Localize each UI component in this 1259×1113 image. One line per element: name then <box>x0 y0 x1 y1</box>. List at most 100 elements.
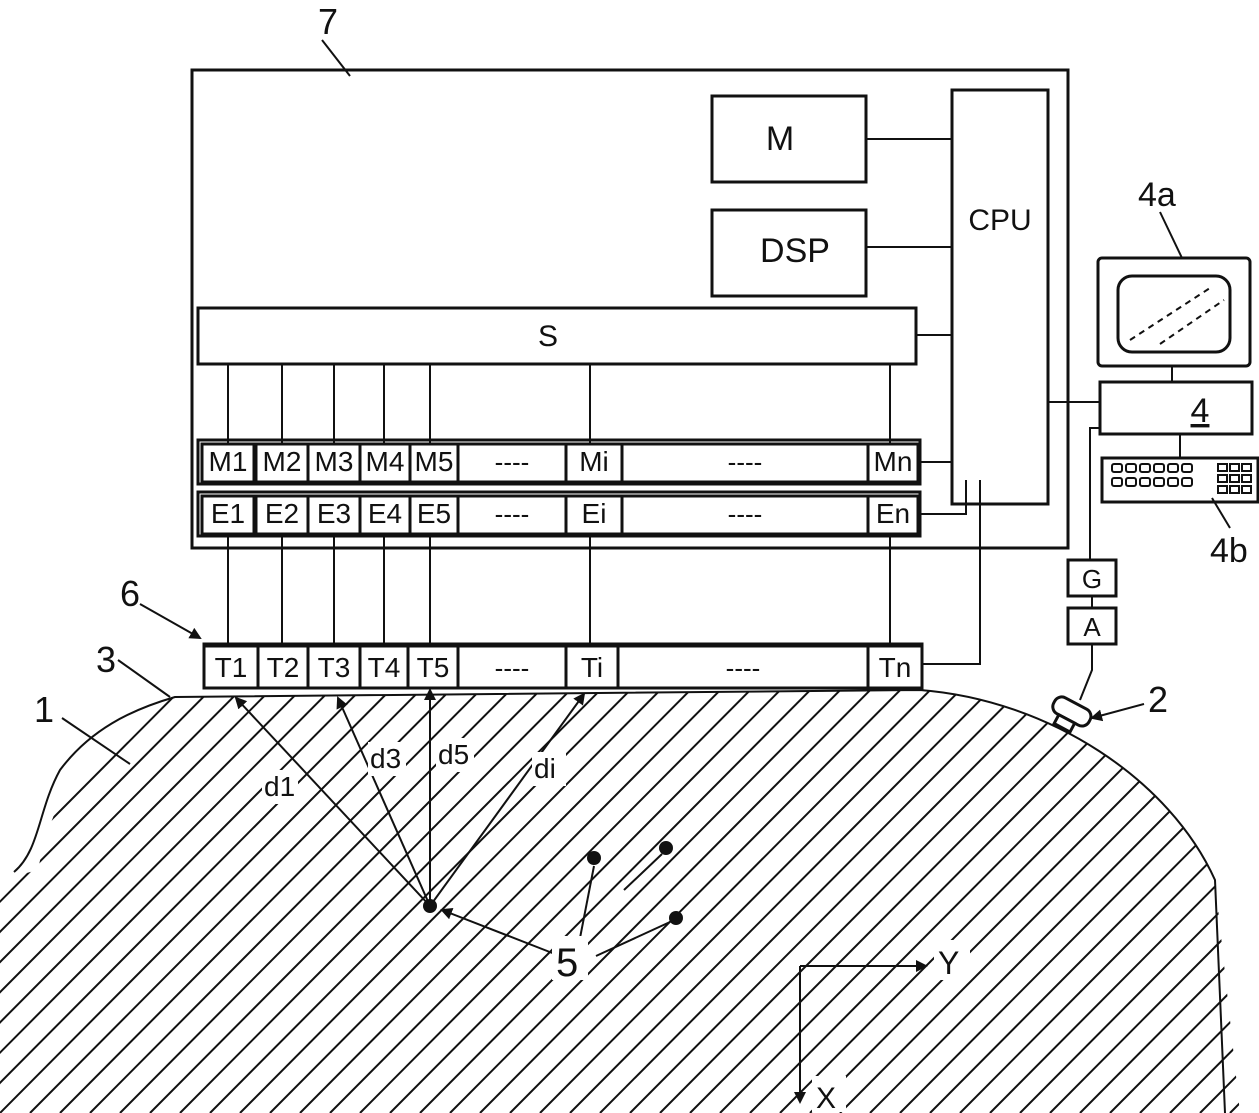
hatch-line <box>210 650 670 1113</box>
distance-1-label: d1 <box>264 771 295 802</box>
hatch-line <box>840 650 1259 1113</box>
hatch-line <box>660 650 1120 1113</box>
hatch-line <box>150 650 610 1113</box>
source-point-2 <box>587 851 601 865</box>
memory-cells: M1 M2 M3 M4 M5 ---- Mi ---- Mn <box>202 444 918 482</box>
distance-5-label: d5 <box>438 739 469 770</box>
coordinate-axes: Y X <box>800 940 970 1113</box>
memories-cell-label: ---- <box>728 447 763 477</box>
hatch-line <box>0 650 370 1113</box>
switch-bus-label: S <box>538 320 558 353</box>
cpu-block <box>952 90 1048 504</box>
encoders-cell-label: E5 <box>417 498 451 529</box>
memories-cell-label: M2 <box>263 446 302 477</box>
monitor-screen <box>1118 276 1230 352</box>
source-leader-2 <box>580 866 594 938</box>
encoders-cell-label: ---- <box>728 499 763 529</box>
memories-cell-label: Mi <box>579 446 609 477</box>
computer-case <box>1100 382 1252 434</box>
unit-number: 7 <box>318 1 338 42</box>
hatch-line <box>90 650 550 1113</box>
hatch-line <box>1110 650 1259 1113</box>
encoders-cell-label: E3 <box>317 498 351 529</box>
encoders-cell-label: E1 <box>211 498 245 529</box>
hatch-line <box>30 650 490 1113</box>
source-leader-main <box>442 910 560 956</box>
surface-ref: 3 <box>96 639 116 680</box>
hatch-line <box>720 650 1180 1113</box>
surface-ref-leader <box>118 660 170 697</box>
hatch-line <box>750 650 1210 1113</box>
memories-cell-label: M3 <box>315 446 354 477</box>
encoders-cell-label: En <box>876 498 910 529</box>
transducer-cells: T1 T2 T3 T4 T5 ---- Ti ---- Tn <box>204 646 922 688</box>
distance-ray <box>338 698 430 906</box>
probe-ref: 2 <box>1148 679 1168 720</box>
amplifier-label: A <box>1083 612 1101 642</box>
hatch-line <box>0 650 190 1113</box>
computer-label: 4 <box>1191 392 1210 430</box>
hatch-line <box>120 650 580 1113</box>
memories-cell-label: M5 <box>415 446 454 477</box>
hatch-line <box>390 650 850 1113</box>
monitor-ref: 4a <box>1138 176 1176 214</box>
processing-unit-7: M DSP CPU S M1M2M3M4M5----Mi----Mn E1E2E… <box>192 1 1068 548</box>
hatch-line <box>1230 650 1259 1113</box>
hatch-line <box>450 650 910 1113</box>
transducers-cell-label: T1 <box>215 652 248 683</box>
hatch-line <box>0 650 460 1113</box>
transducers-cell-label: T3 <box>318 652 351 683</box>
monitor-ref-leader <box>1160 212 1182 258</box>
transducers-cell-label: Ti <box>581 652 603 683</box>
keyboard-ref: 4b <box>1210 532 1248 570</box>
hatch-line <box>300 650 760 1113</box>
transducers-cell-label: ---- <box>495 653 530 683</box>
array-ref-arrow <box>140 604 200 638</box>
hatch-line <box>510 650 970 1113</box>
computer-generator-link <box>1090 428 1100 560</box>
memories-cell-label: ---- <box>495 447 530 477</box>
dsp-label: DSP <box>760 232 830 270</box>
encoders-cell-label: Ei <box>582 498 607 529</box>
distance-3-label: d3 <box>370 743 401 774</box>
transducers-cell-label: T2 <box>267 652 300 683</box>
hatch-line <box>240 650 700 1113</box>
hatch-line <box>180 650 640 1113</box>
amplifier-probe-link <box>1080 644 1092 700</box>
encoder-cells: E1 E2 E3 E4 E5 ---- Ei ---- En <box>202 496 918 534</box>
hatch-line <box>810 650 1259 1113</box>
hatch-line <box>60 650 520 1113</box>
hatch-line <box>600 650 1060 1113</box>
generator-label: G <box>1082 564 1102 594</box>
body-outline <box>14 690 1225 1113</box>
encoders-cell-label: E2 <box>265 498 299 529</box>
transducers-cell-label: T5 <box>417 652 450 683</box>
transducers-cell-label: T4 <box>368 652 401 683</box>
hatch-line <box>540 650 1000 1113</box>
probe-ref-arrow <box>1092 704 1144 718</box>
computer-4: 4 4a 4b <box>1048 176 1258 570</box>
memories-cell-label: M1 <box>209 446 248 477</box>
body-ref-leader <box>62 718 130 764</box>
memory-label: M <box>766 120 794 158</box>
memories-cell-label: Mn <box>874 446 913 477</box>
transducers-cell-label: ---- <box>726 653 761 683</box>
encoders-cell-label: E4 <box>368 498 402 529</box>
cpu-label: CPU <box>968 204 1031 237</box>
probe-icon <box>1045 694 1093 738</box>
transducers-cell-label: Tn <box>879 652 912 683</box>
x-axis-label: X <box>816 1082 836 1113</box>
hatch-line <box>330 650 790 1113</box>
array-ref: 6 <box>120 573 140 614</box>
hatch-line <box>420 650 880 1113</box>
encoders-cell-label: ---- <box>495 499 530 529</box>
hatch-line <box>270 650 730 1113</box>
source-point-main <box>423 899 437 913</box>
hatch-line <box>480 650 940 1113</box>
hatch-line <box>780 650 1240 1113</box>
sources-ref: 5 <box>556 941 578 985</box>
body-ref: 1 <box>34 689 54 730</box>
encoder-to-transducer-links <box>228 534 890 646</box>
memories-cell-label: M4 <box>366 446 405 477</box>
source-point-3 <box>659 841 673 855</box>
